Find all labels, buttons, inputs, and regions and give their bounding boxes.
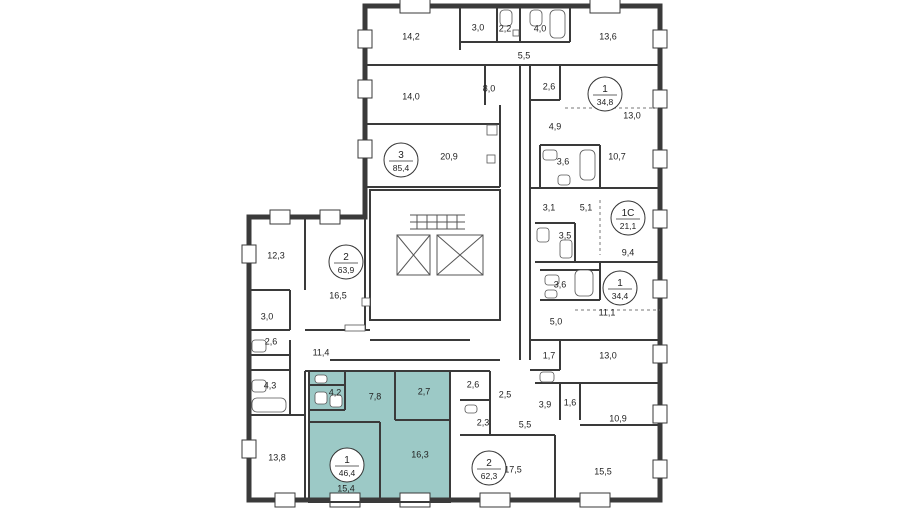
apartment-tag[interactable]: 1С 21,1 — [610, 200, 646, 236]
room-area-label: 20,9 — [440, 151, 458, 161]
apartment-total-area: 46,4 — [339, 468, 356, 478]
room-area-label: 2,7 — [418, 386, 431, 396]
room-area-label: 8,0 — [483, 83, 496, 93]
room-area-label: 3,5 — [559, 230, 572, 240]
plumbing-fixtures — [251, 9, 596, 414]
room-area-label: 13,6 — [599, 31, 617, 41]
room-area-label: 3,1 — [543, 202, 556, 212]
apartment-total-area: 34,8 — [597, 97, 614, 107]
room-area-label: 5,1 — [580, 202, 593, 212]
apartment-tag[interactable]: 262,3 — [471, 450, 507, 486]
apartment-tag-circle — [587, 76, 623, 112]
apartment-tag[interactable]: 134,8 — [587, 76, 623, 112]
room-area-label: 3,9 — [539, 399, 552, 409]
room-area-label: 15,4 — [337, 483, 355, 493]
apartment-tag-circle — [329, 447, 365, 483]
room-area-label: 10,9 — [609, 413, 627, 423]
apartment-rooms-count: 1 — [602, 84, 608, 95]
apartment-tag[interactable]: 146,4 — [329, 447, 365, 483]
room-area-label: 3,6 — [554, 279, 567, 289]
room-area-label: 9,4 — [622, 247, 635, 257]
room-area-label: 13,8 — [268, 452, 286, 462]
room-area-label: 4,3 — [264, 380, 277, 390]
apartment-tag-circle — [383, 142, 419, 178]
exterior-walls — [241, 0, 668, 508]
room-area-label: 2,5 — [499, 389, 512, 399]
room-area-label: 13,0 — [599, 350, 617, 360]
room-area-label: 17,5 — [504, 464, 522, 474]
room-area-label: 10,7 — [608, 151, 626, 161]
apartment-tag[interactable]: 134,4 — [602, 270, 638, 306]
apartment-tag-circle — [602, 270, 638, 306]
apartment-rooms-count: 1 — [617, 278, 623, 289]
room-area-label: 15,5 — [594, 466, 612, 476]
room-area-label: 5,5 — [519, 419, 532, 429]
room-area-label: 2,6 — [467, 379, 480, 389]
room-area-label: 5,0 — [550, 316, 563, 326]
apartment-rooms-count: 2 — [486, 458, 492, 469]
room-area-label: 14,0 — [402, 91, 420, 101]
apartment-tag-circle — [610, 200, 646, 236]
interior-walls — [249, 6, 660, 503]
apartment-rooms-count: 2 — [343, 252, 349, 263]
room-area-label: 4,0 — [534, 23, 547, 33]
apartment-tag-circle — [328, 244, 364, 280]
apartment-total-area: 34,4 — [612, 291, 629, 301]
room-area-label: 3,0 — [472, 22, 485, 32]
room-area-label: 7,8 — [369, 391, 382, 401]
room-area-label: 2,3 — [477, 417, 490, 427]
apartment-rooms-count: 1С — [622, 208, 635, 219]
room-area-label: 13,0 — [623, 110, 641, 120]
room-area-label: 4,2 — [329, 387, 342, 397]
apartment-total-area: 21,1 — [620, 221, 637, 231]
room-area-label: 11,4 — [313, 347, 330, 357]
apartment-rooms-count: 1 — [344, 455, 350, 466]
room-area-label: 4,9 — [549, 121, 562, 131]
room-area-label: 11,1 — [599, 307, 616, 317]
apartment-total-area: 62,3 — [481, 471, 498, 481]
room-area-label: 1,6 — [564, 397, 577, 407]
apartment-tag-circle — [471, 450, 507, 486]
room-area-label: 16,5 — [329, 290, 347, 300]
room-area-label: 1,7 — [543, 350, 556, 360]
room-area-label: 2,6 — [543, 81, 556, 91]
apartment-tag[interactable]: 385,4 — [383, 142, 419, 178]
room-area-label: 14,2 — [402, 31, 420, 41]
room-area-label: 2,6 — [265, 336, 278, 346]
room-area-label: 3,0 — [261, 311, 274, 321]
apartment-total-area: 63,9 — [338, 265, 355, 275]
apartment-rooms-count: 3 — [398, 150, 404, 161]
apartment-tag[interactable]: 263,9 — [328, 244, 364, 280]
room-area-label: 2,2 — [499, 23, 512, 33]
room-area-label: 5,5 — [518, 50, 531, 60]
apartment-total-area: 85,4 — [393, 163, 410, 173]
room-area-label: 16,3 — [411, 449, 429, 459]
room-area-label: 3,6 — [557, 156, 570, 166]
room-area-label: 12,3 — [267, 250, 285, 260]
